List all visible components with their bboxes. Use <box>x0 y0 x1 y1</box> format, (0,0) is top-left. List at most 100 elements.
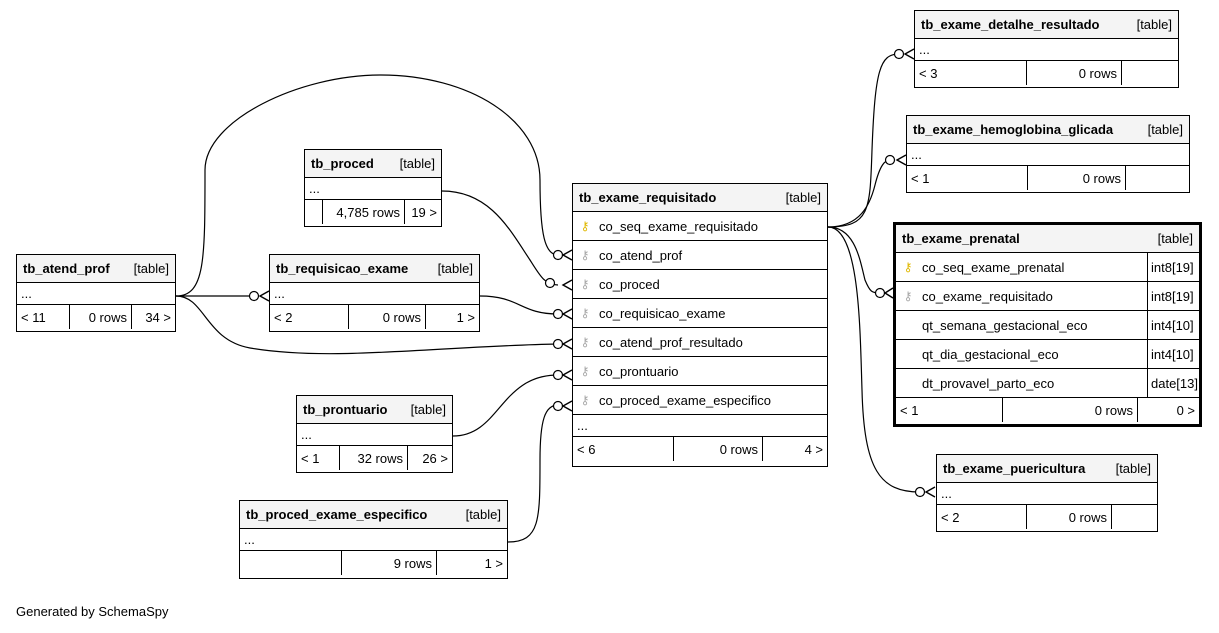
parents-count[interactable]: < 2 <box>274 309 293 325</box>
columns-ellipsis: ... <box>915 39 1178 61</box>
parents-count[interactable]: < 2 <box>941 509 960 525</box>
children-count[interactable]: 19 > <box>404 200 441 224</box>
table-name: tb_proced <box>311 156 374 171</box>
children-count[interactable] <box>1111 505 1157 529</box>
table-footer: < 2 0 rows <box>937 505 1157 529</box>
table-header: tb_proced [table] <box>305 150 441 178</box>
column-row[interactable]: ⚷co_proced <box>573 270 827 299</box>
columns-ellipsis: ... <box>305 178 441 200</box>
table-tb-exame-detalhe-resultado[interactable]: tb_exame_detalhe_resultado [table] ... <… <box>914 10 1179 88</box>
parents-count[interactable]: < 1 <box>900 402 919 418</box>
parents-count[interactable]: < 3 <box>919 65 938 81</box>
key-icon: ⚷ <box>903 260 913 274</box>
table-kind: [table] <box>1157 231 1193 246</box>
column-row[interactable]: ⚷co_atend_prof_resultado <box>573 328 827 357</box>
children-count[interactable]: 0 > <box>1137 398 1199 422</box>
table-kind: [table] <box>133 261 169 276</box>
foreign-key-icon: ⚷ <box>903 289 913 303</box>
row-count: 9 rows <box>341 551 436 575</box>
crows-foot <box>903 48 915 60</box>
column-name-cell: ⚷qt_semana_gestacional_eco <box>896 318 1147 333</box>
table-kind: [table] <box>1147 122 1183 137</box>
table-tb-atend-prof[interactable]: tb_atend_prof [table] ... < 11 0 rows 34… <box>16 254 176 332</box>
column-name: co_seq_exame_requisitado <box>599 218 758 234</box>
edge-atend-prof-to-co-resultado <box>175 295 559 355</box>
table-footer: < 6 0 rows 4 > <box>573 437 827 461</box>
crows-foot <box>561 400 573 412</box>
children-count[interactable] <box>1125 166 1189 190</box>
parents-count[interactable]: < 1 <box>301 450 320 466</box>
foreign-key-icon: ⚷ <box>580 335 590 349</box>
column-name-cell: ⚷co_requisicao_exame <box>573 306 827 321</box>
table-kind: [table] <box>399 156 435 171</box>
parents-count[interactable]: < 11 <box>21 309 46 325</box>
edge-end-circle <box>248 290 260 302</box>
column-row[interactable]: ⚷co_proced_exame_especifico <box>573 386 827 415</box>
edge-prontuario-to-co-prontuario <box>452 374 559 437</box>
row-count: 32 rows <box>339 446 407 470</box>
table-tb-exame-requisitado[interactable]: tb_exame_requisitado [table] ⚷co_seq_exa… <box>572 183 828 467</box>
column-name-cell: ⚷co_atend_prof <box>573 248 827 263</box>
parents-count[interactable] <box>240 551 341 575</box>
table-tb-requisicao-exame[interactable]: tb_requisicao_exame [table] ... < 2 0 ro… <box>269 254 480 332</box>
table-name: tb_proced_exame_especifico <box>246 507 428 522</box>
column-type: int8[19] <box>1147 253 1199 281</box>
children-count[interactable]: 1 > <box>425 305 479 329</box>
columns-ellipsis: ... <box>17 283 175 305</box>
columns-ellipsis: ... <box>297 424 452 446</box>
table-footer: < 1 32 rows 26 > <box>297 446 452 470</box>
foreign-key-icon: ⚷ <box>580 393 590 407</box>
parents-count[interactable] <box>305 200 322 224</box>
edge-end-circle <box>552 249 564 261</box>
column-name: dt_provavel_parto_eco <box>922 375 1055 391</box>
edge-requisitado-to-detalhe <box>827 53 900 228</box>
columns-ellipsis: ... <box>937 483 1157 505</box>
edge-end-circle <box>893 48 905 60</box>
crows-foot <box>258 290 270 302</box>
edge-end-circle <box>552 400 564 412</box>
row-count: 0 rows <box>1026 505 1111 529</box>
blank-icon: ⚷ <box>900 318 916 332</box>
column-row[interactable]: ⚷co_prontuario <box>573 357 827 386</box>
table-tb-proced-exame-especifico[interactable]: tb_proced_exame_especifico [table] ... 9… <box>239 500 508 579</box>
children-count[interactable]: 26 > <box>407 446 452 470</box>
row-count: 0 rows <box>673 437 762 461</box>
table-tb-exame-prenatal[interactable]: tb_exame_prenatal [table] ⚷co_seq_exame_… <box>893 222 1202 427</box>
column-row[interactable]: ⚷co_seq_exame_requisitado <box>573 212 827 241</box>
parents-count[interactable]: < 1 <box>911 170 930 186</box>
table-tb-exame-hemoglobina-glicada[interactable]: tb_exame_hemoglobina_glicada [table] ...… <box>906 115 1190 193</box>
parents-count[interactable]: < 6 <box>577 441 596 457</box>
column-name-cell: ⚷co_proced <box>573 277 827 292</box>
column-name-cell: ⚷co_seq_exame_requisitado <box>573 219 827 234</box>
edge-end-circle <box>552 308 564 320</box>
crows-foot <box>895 154 907 166</box>
column-row[interactable]: ⚷co_requisicao_exame <box>573 299 827 328</box>
table-tb-proced[interactable]: tb_proced [table] ... 4,785 rows 19 > <box>304 149 442 227</box>
column-name: co_exame_requisitado <box>922 288 1053 304</box>
table-tb-prontuario[interactable]: tb_prontuario [table] ... < 1 32 rows 26… <box>296 395 453 473</box>
crows-foot <box>561 308 573 320</box>
table-tb-exame-puericultura[interactable]: tb_exame_puericultura [table] ... < 2 0 … <box>936 454 1158 532</box>
children-count[interactable]: 4 > <box>762 437 827 461</box>
table-kind: [table] <box>785 190 821 205</box>
table-header: tb_exame_requisitado [table] <box>573 184 827 212</box>
edge-end-circle <box>552 369 564 381</box>
children-count[interactable] <box>1121 61 1178 85</box>
table-kind: [table] <box>465 507 501 522</box>
column-name-cell: ⚷ qt_dia_gestacional_eco <box>896 347 1147 362</box>
blank-icon: ⚷ <box>900 347 916 361</box>
edge-end-circle <box>544 277 556 289</box>
table-footer: < 11 0 rows 34 > <box>17 305 175 329</box>
row-count: 0 rows <box>1026 61 1121 85</box>
children-count[interactable]: 1 > <box>436 551 507 575</box>
column-name: qt_dia_gestacional_eco <box>922 346 1059 362</box>
children-count[interactable]: 34 > <box>131 305 175 329</box>
edge-requisicao-to-co-requisicao <box>479 295 559 315</box>
column-row[interactable]: ⚷co_atend_prof <box>573 241 827 270</box>
column-name-cell: ⚷co_proced_exame_especifico <box>573 393 827 408</box>
